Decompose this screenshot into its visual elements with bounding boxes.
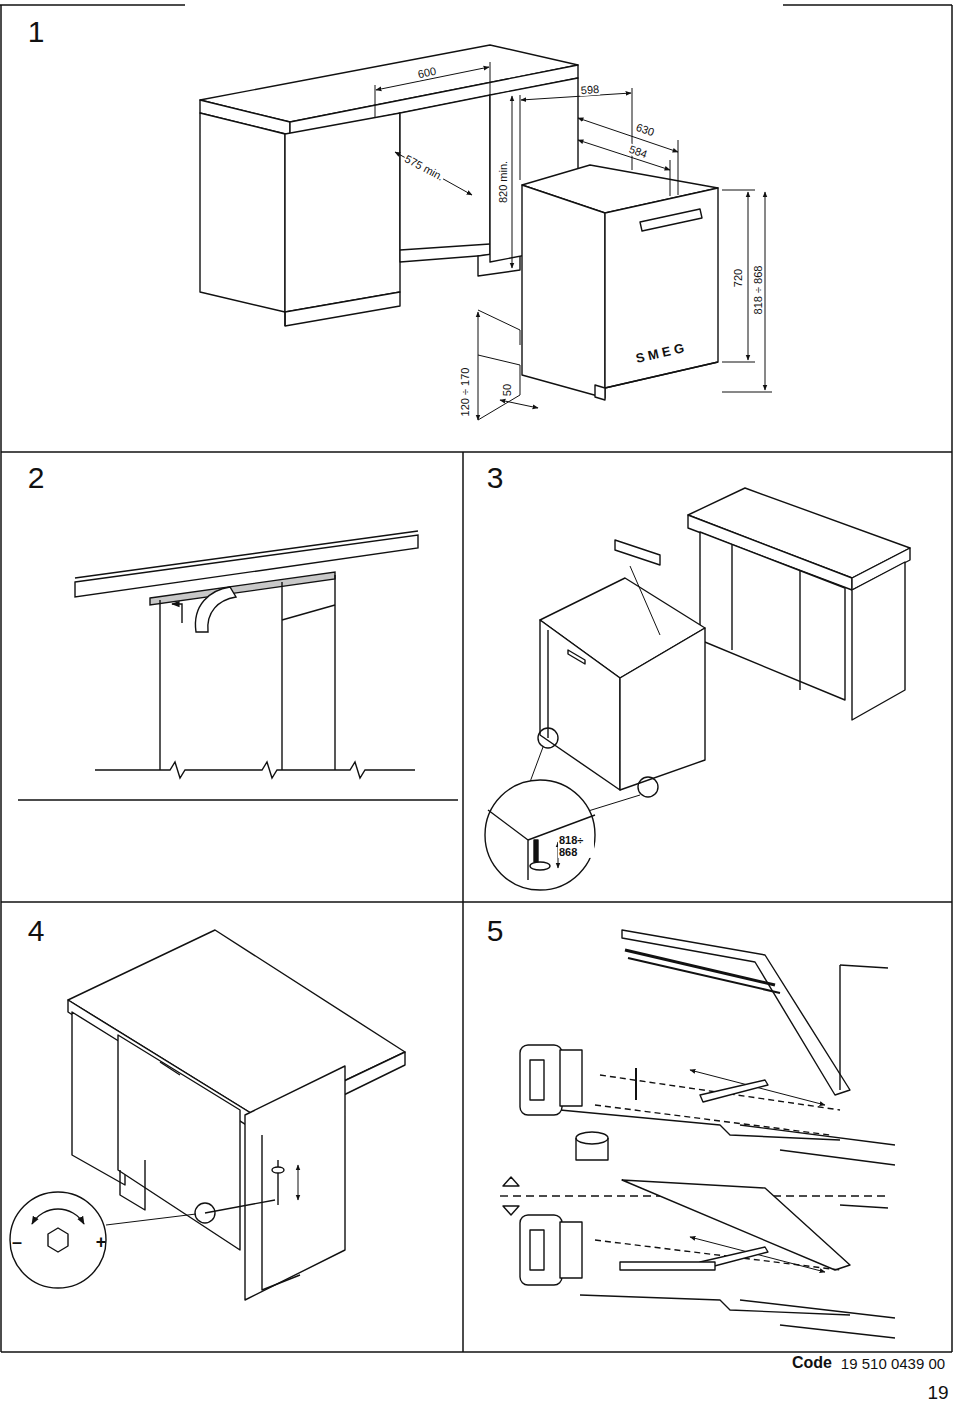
panel-2-drawing — [18, 531, 458, 800]
code-label: Code — [791, 1355, 833, 1371]
dimension-label: 720 — [733, 268, 744, 288]
increase-sign: + — [95, 1233, 108, 1251]
dimension-label: 50 — [502, 383, 513, 397]
panel-number: 1 — [27, 17, 46, 47]
panel-1-drawing — [200, 45, 718, 400]
panel-number: 3 — [486, 463, 505, 493]
dimension-label: 598 — [579, 84, 600, 96]
dimension-label: 818 ÷ 868 — [753, 265, 764, 316]
dimension-label: 120 ÷ 170 — [460, 367, 471, 418]
panel-3-drawing — [485, 488, 910, 890]
panel-1-dimensions — [375, 62, 772, 420]
panel-number: 4 — [27, 916, 46, 946]
dimension-label: 820 min. — [498, 160, 509, 204]
code-number: 19 510 0439 00 — [840, 1356, 946, 1371]
dimension-label: 584 — [627, 143, 650, 160]
decrease-sign: – — [11, 1233, 23, 1251]
dimension-label: 630 — [634, 121, 657, 138]
panel-number: 5 — [486, 916, 505, 946]
dimension-label: 818÷ 868 — [558, 834, 594, 858]
panel-5-drawing — [500, 930, 895, 1338]
page-number: 19 — [926, 1383, 949, 1402]
page-frame — [0, 5, 952, 1352]
panel-4-drawing — [10, 930, 405, 1300]
panel-number: 2 — [27, 463, 46, 493]
